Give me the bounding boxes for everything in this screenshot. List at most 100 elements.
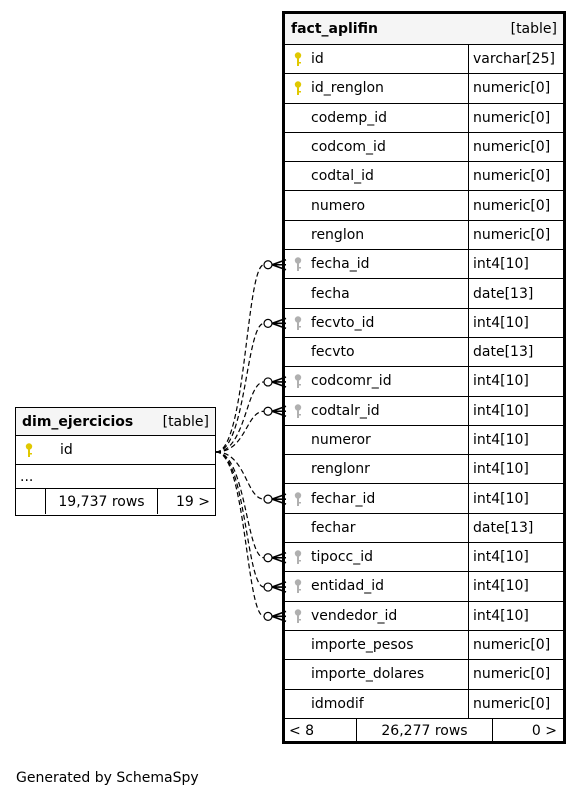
- column-name: importe_pesos: [311, 637, 414, 654]
- column-type: int4[10]: [473, 549, 529, 566]
- fact-column-row[interactable]: tipocc_id int4[10]: [285, 543, 563, 573]
- optional-circle-marker: [263, 318, 273, 328]
- column-type: int4[10]: [473, 256, 529, 273]
- column-name: fecvto: [311, 344, 355, 361]
- column-name-cell: idmodif: [285, 689, 469, 718]
- column-name: numero: [311, 197, 366, 214]
- column-name-cell: id_renglon: [285, 74, 469, 103]
- dim-table-name: dim_ejercicios: [22, 413, 134, 430]
- fact-footer-rows: 26,277 rows: [357, 718, 493, 744]
- column-name: id_renglon: [311, 80, 384, 97]
- column-name-cell: numeror: [285, 425, 469, 455]
- crows-foot-marker: [271, 376, 287, 388]
- foreign-key-icon: [285, 315, 311, 331]
- crows-foot-marker: [271, 581, 287, 593]
- column-name-cell: fecvto: [285, 337, 469, 367]
- column-name: fecha_id: [311, 256, 370, 273]
- crows-foot-marker: [271, 258, 287, 271]
- column-name: numeror: [311, 432, 371, 448]
- column-type: numeric[0]: [473, 666, 551, 683]
- crows-foot-marker: [271, 551, 287, 564]
- column-type: date[13]: [473, 285, 534, 302]
- column-name: fecha: [311, 285, 350, 302]
- dim-footer-children: 19 >: [176, 493, 210, 510]
- column-type: numeric[0]: [473, 168, 551, 185]
- fact-column-row[interactable]: importe_dolares numeric[0]: [285, 660, 563, 690]
- column-type: numeric[0]: [473, 80, 551, 97]
- foreign-key-icon: [285, 608, 311, 624]
- fact-column-row[interactable]: id_renglon numeric[0]: [285, 74, 563, 104]
- column-name: codtalr_id: [311, 402, 380, 419]
- dim-footer-rows: 19,737 rows: [46, 489, 158, 514]
- column-name-cell: renglon: [285, 220, 469, 250]
- fact-column-row[interactable]: fecha date[13]: [285, 279, 563, 309]
- column-name: codtal_id: [311, 168, 374, 185]
- column-name-cell: importe_dolares: [285, 660, 469, 689]
- fact-table-header: fact_aplifin [table]: [285, 14, 563, 45]
- crows-foot-marker: [271, 610, 287, 623]
- column-name: fecvto_id: [311, 314, 375, 331]
- fact-column-row[interactable]: codtalr_id int4[10]: [285, 396, 563, 426]
- crows-foot-marker: [271, 405, 287, 418]
- fact-column-row[interactable]: codcomr_id int4[10]: [285, 367, 563, 397]
- optional-circle-marker: [263, 611, 273, 621]
- foreign-key-icon: [285, 373, 311, 389]
- dim-column-row[interactable]: id: [16, 436, 215, 465]
- fact-column-row[interactable]: importe_pesos numeric[0]: [285, 630, 563, 661]
- column-name-cell: entidad_id: [285, 572, 469, 601]
- column-name: tipocc_id: [311, 549, 374, 566]
- relationship-edge: [215, 451, 265, 617]
- column-type: int4[10]: [473, 490, 529, 507]
- column-name-cell: id: [285, 45, 469, 74]
- column-type: numeric[0]: [473, 139, 551, 156]
- relationship-edge: [215, 451, 265, 500]
- crows-foot-marker: [271, 317, 287, 330]
- optional-circle-marker: [263, 494, 273, 504]
- fact-column-row[interactable]: codtal_id numeric[0]: [285, 162, 563, 192]
- column-type: numeric[0]: [473, 226, 551, 243]
- column-type: date[13]: [473, 344, 534, 361]
- column-name: codcomr_id: [311, 373, 392, 390]
- dim-table-header: dim_ejercicios [table]: [16, 408, 215, 436]
- column-name-cell: vendedor_id: [285, 601, 469, 630]
- fact-column-row[interactable]: fecvto date[13]: [285, 337, 563, 368]
- column-type: numeric[0]: [473, 637, 551, 654]
- column-name: importe_dolares: [311, 666, 425, 683]
- relationship-edge: [215, 410, 265, 453]
- column-name-cell: fecha: [285, 279, 469, 308]
- relationship-edge: [215, 264, 265, 453]
- column-name-cell: fecvto_id: [285, 308, 469, 337]
- column-name: fechar: [311, 519, 356, 536]
- foreign-key-icon: [285, 549, 311, 565]
- column-name-cell: numero: [285, 191, 469, 220]
- foreign-key-icon: [285, 491, 311, 507]
- dim-footer-parents: [16, 489, 46, 514]
- fact-column-row[interactable]: fecha_id int4[10]: [285, 250, 563, 280]
- column-name-cell: codtalr_id: [285, 396, 469, 425]
- column-name: id: [311, 51, 324, 68]
- dim-ejercicios-table[interactable]: dim_ejercicios [table] id ... 19,737 row…: [15, 407, 216, 516]
- column-type: int4[10]: [473, 607, 529, 624]
- column-type: int4[10]: [473, 402, 529, 419]
- column-name-cell: tipocc_id: [285, 543, 469, 572]
- optional-circle-marker: [263, 582, 273, 592]
- column-type: int4[10]: [473, 373, 529, 390]
- dim-column-name: id: [60, 442, 73, 458]
- generated-by-label: Generated by SchemaSpy: [16, 770, 199, 786]
